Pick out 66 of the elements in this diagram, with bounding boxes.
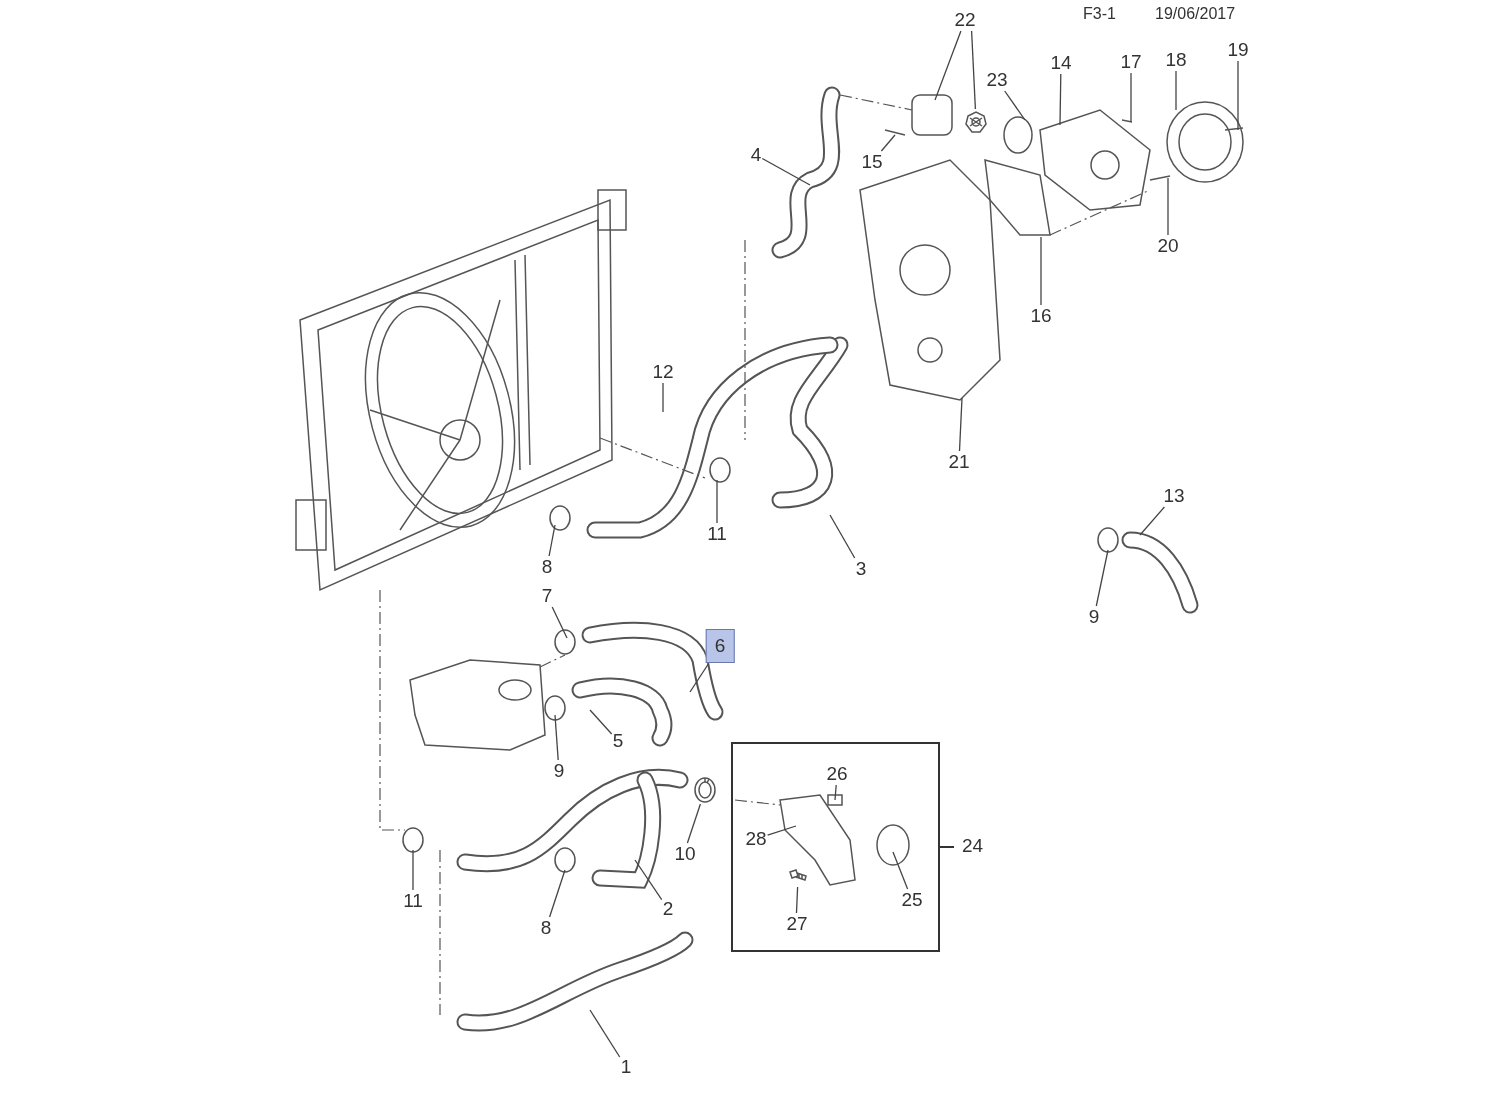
callout-number: 8	[541, 557, 553, 577]
leader-line	[958, 397, 963, 452]
callout-number: 17	[1120, 52, 1142, 72]
leader-line	[834, 784, 837, 801]
callout-number: 13	[1163, 486, 1185, 506]
leader-line	[1059, 73, 1062, 126]
callout-number: 16	[1030, 306, 1052, 326]
leader-line	[1237, 60, 1239, 131]
leader-line	[686, 803, 702, 844]
leader-line	[795, 886, 799, 914]
callout-number: 22	[954, 10, 976, 30]
leader-line	[1040, 236, 1042, 306]
figure-code: F3-1	[1083, 5, 1116, 23]
callout-number: 19	[1227, 40, 1249, 60]
callout-number: 3	[855, 559, 867, 579]
callout-number: 8	[540, 918, 552, 938]
callout-number: 2	[662, 899, 674, 919]
leader-line	[1004, 90, 1026, 121]
leader-line	[880, 134, 896, 152]
callout-number: 9	[1088, 607, 1100, 627]
leader-line	[589, 1009, 621, 1058]
leader-line	[716, 479, 718, 524]
leader-line	[761, 157, 811, 186]
leader-line	[829, 514, 856, 559]
leader-line	[1095, 549, 1109, 607]
leader-line	[1167, 177, 1169, 236]
leader-line	[548, 869, 566, 918]
callout-number: 15	[861, 152, 883, 172]
valve-drawing	[964, 110, 988, 134]
callout-number: 11	[707, 524, 727, 544]
leader-line	[551, 606, 568, 639]
clamp-drawing	[694, 777, 716, 803]
callout-number: 28	[745, 829, 767, 849]
leader-line	[589, 709, 613, 735]
callout-number: 1	[620, 1057, 632, 1077]
leader-line	[970, 30, 977, 110]
callout-number: 26	[826, 764, 848, 784]
callout-number: 20	[1157, 236, 1179, 256]
callout-number: 4	[750, 145, 762, 165]
leader-line	[548, 524, 556, 557]
highlighted-callout-number: 6	[705, 629, 735, 663]
callout-number: 25	[901, 890, 923, 910]
callout-number: 24	[962, 835, 984, 857]
date-label: 19/06/2017	[1155, 5, 1236, 23]
callout-number: 10	[674, 844, 696, 864]
callout-number: 23	[986, 70, 1008, 90]
leader-line	[412, 849, 414, 891]
callout-number: 11	[403, 891, 423, 911]
leader-line	[892, 851, 909, 890]
callout-number: 14	[1050, 53, 1072, 73]
leader-line	[554, 714, 559, 761]
callout-number: 18	[1165, 50, 1187, 70]
leader-line	[1139, 506, 1166, 536]
callout-number: 7	[541, 586, 553, 606]
leader-line	[662, 382, 664, 413]
callout-number: 27	[786, 914, 808, 934]
leader-line	[1130, 72, 1132, 123]
leader-line	[766, 825, 797, 836]
leader-line	[634, 859, 663, 901]
callout-number: 21	[948, 452, 970, 472]
leader-line	[934, 30, 962, 101]
callout-number: 9	[553, 761, 565, 781]
callout-number: 5	[612, 731, 624, 751]
leader-line	[689, 663, 709, 693]
callout-number: 12	[652, 362, 674, 382]
leader-line	[1175, 70, 1177, 111]
